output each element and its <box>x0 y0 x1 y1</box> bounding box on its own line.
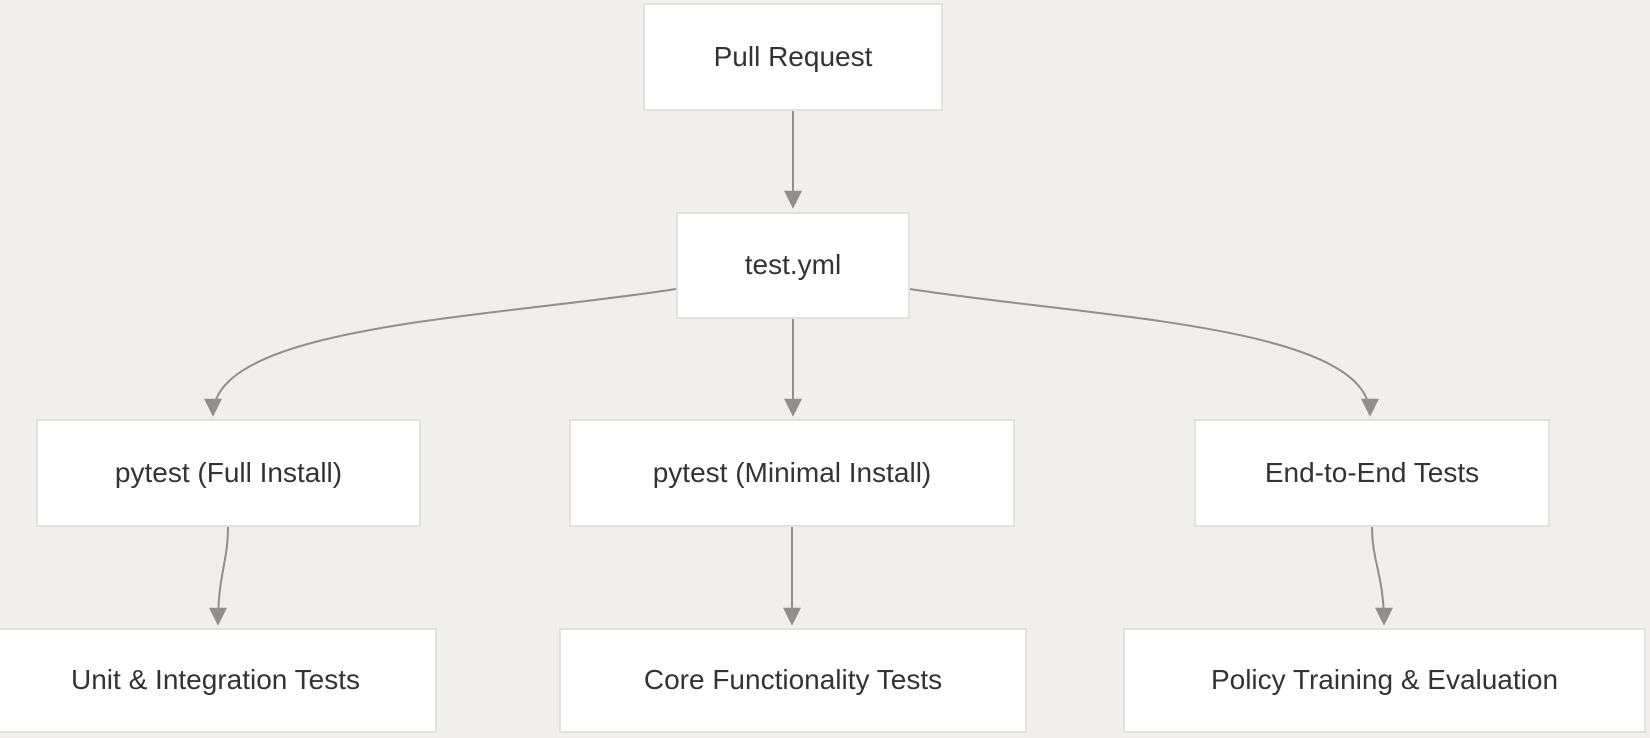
node-core-functionality-tests-label: Core Functionality Tests <box>643 664 943 696</box>
edge-pytestfull-unitintegration <box>209 526 229 626</box>
node-pytest-full-install: pytest (Full Install) <box>36 419 421 527</box>
node-pytest-minimal-install: pytest (Minimal Install) <box>569 419 1015 527</box>
node-unit-integration-tests-label: Unit & Integration Tests <box>71 664 360 696</box>
node-test-yml: test.yml <box>676 212 910 319</box>
edge-testyml-pytestfull <box>204 288 677 417</box>
edge-testyml-e2e <box>909 288 1379 417</box>
node-policy-training-evaluation-label: Policy Training & Evaluation <box>1210 664 1559 696</box>
node-pytest-minimal-install-label: pytest (Minimal Install) <box>652 456 932 488</box>
node-end-to-end-tests: End-to-End Tests <box>1194 419 1550 527</box>
node-core-functionality-tests: Core Functionality Tests <box>559 628 1027 733</box>
node-end-to-end-tests-label: End-to-End Tests <box>1264 456 1480 488</box>
node-pull-request-label: Pull Request <box>713 40 873 72</box>
node-pull-request: Pull Request <box>643 3 943 111</box>
node-test-yml-label: test.yml <box>744 249 842 281</box>
node-policy-training-evaluation: Policy Training & Evaluation <box>1123 628 1646 733</box>
edge-e2e-policytraining <box>1371 526 1393 626</box>
node-unit-integration-tests: Unit & Integration Tests <box>0 628 437 733</box>
node-pytest-full-install-label: pytest (Full Install) <box>114 456 343 488</box>
